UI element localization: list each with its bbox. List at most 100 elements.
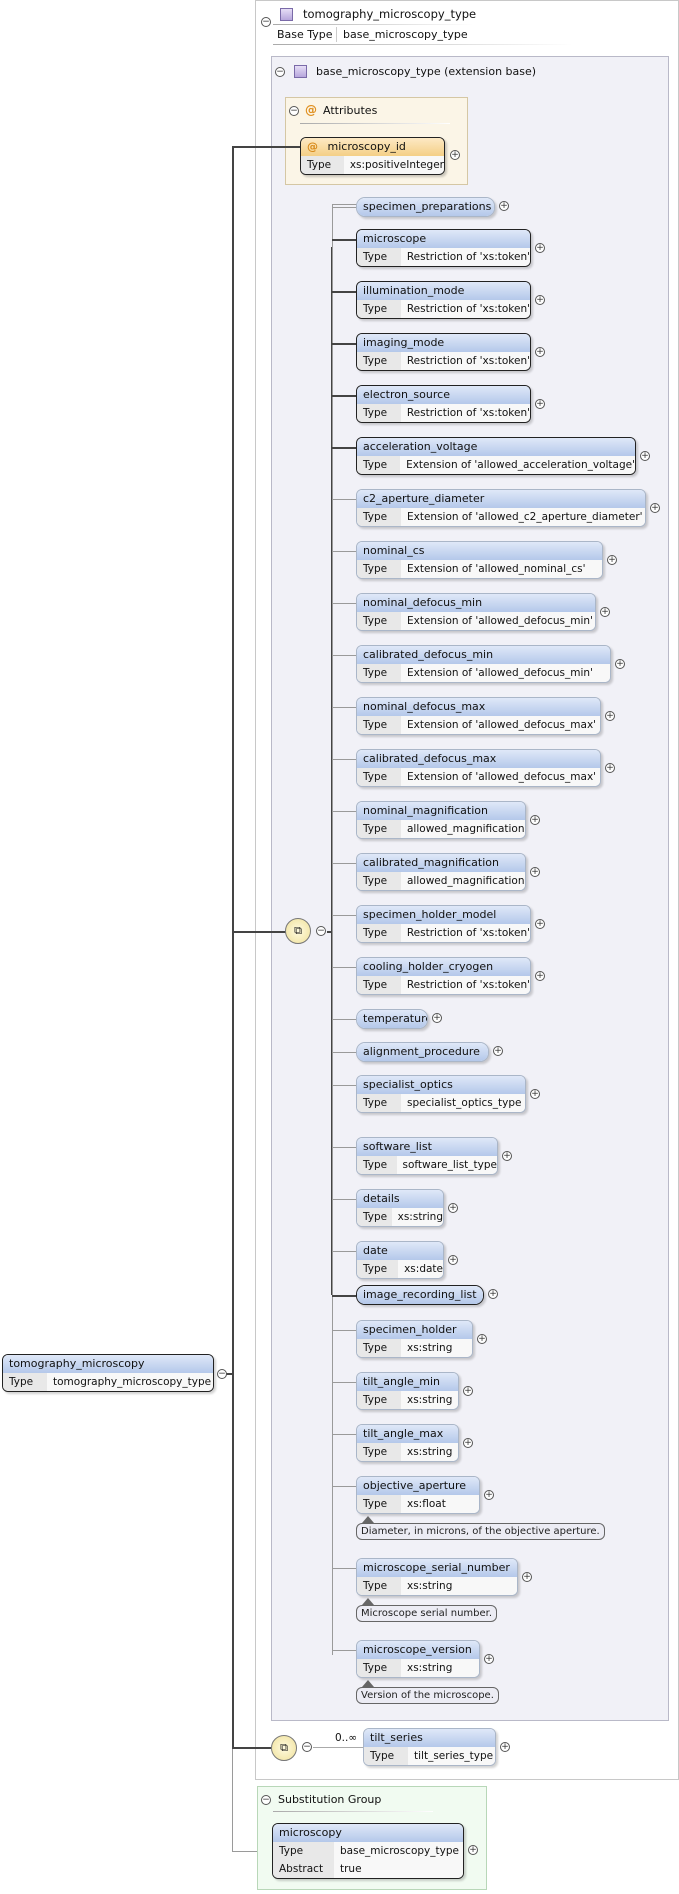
- expand-microscope-version-icon[interactable]: +: [484, 1654, 494, 1664]
- element-type-value: software_list_type: [396, 1156, 497, 1174]
- note-pointer: [362, 1516, 374, 1523]
- expand-illumination-mode-icon[interactable]: +: [535, 295, 545, 305]
- attributes-title: Attributes: [323, 104, 378, 117]
- expand-specialist-optics-icon[interactable]: +: [530, 1089, 540, 1099]
- expand-calibrated-magnification-icon[interactable]: +: [530, 867, 540, 877]
- expand-calibrated-defocus-min-icon[interactable]: +: [615, 659, 625, 669]
- expand-tilt-angle-max-icon[interactable]: +: [463, 1438, 473, 1448]
- attribute-header: @ microscopy_id: [301, 138, 444, 156]
- element-documentation-note: Version of the microscope.: [356, 1687, 499, 1704]
- expand-specimen-preparations-icon[interactable]: +: [499, 201, 509, 211]
- element-name: nominal_defocus_max: [357, 698, 600, 716]
- element-image-recording-list[interactable]: image_recording_list: [356, 1285, 484, 1305]
- expand-electron-source-icon[interactable]: +: [535, 399, 545, 409]
- element-type-label: Type: [357, 664, 401, 682]
- expand-tilt-series-icon[interactable]: +: [500, 1742, 510, 1752]
- element-microscopy[interactable]: microscopy Type base_microscopy_type Abs…: [272, 1823, 464, 1879]
- element-tilt-series[interactable]: tilt_series Type tilt_series_type: [363, 1728, 496, 1766]
- sequence-to-branch-line: [327, 931, 332, 933]
- expand-nominal-defocus-max-icon[interactable]: +: [605, 711, 615, 721]
- collapse-base-panel-icon[interactable]: −: [275, 67, 285, 77]
- expand-alignment-procedure-icon[interactable]: +: [493, 1046, 503, 1056]
- tilt-series-type-row: Type tilt_series_type: [364, 1747, 495, 1765]
- expand-attribute-icon[interactable]: +: [450, 150, 460, 160]
- expand-c2-aperture-diameter-icon[interactable]: +: [650, 503, 660, 513]
- element-type-value: xs:string: [391, 1208, 443, 1226]
- expand-acceleration-voltage-icon[interactable]: +: [640, 451, 650, 461]
- expand-temperature-icon[interactable]: +: [432, 1013, 442, 1023]
- collapse-tilt-sequence-icon[interactable]: −: [302, 1742, 312, 1752]
- expand-nominal-magnification-icon[interactable]: +: [530, 815, 540, 825]
- expand-calibrated-defocus-max-icon[interactable]: +: [605, 763, 615, 773]
- element-connector-line: [332, 759, 356, 760]
- expand-cooling-holder-cryogen-icon[interactable]: +: [535, 971, 545, 981]
- expand-substitution-element-icon[interactable]: +: [468, 1845, 478, 1855]
- expand-tilt-angle-min-icon[interactable]: +: [463, 1386, 473, 1396]
- expand-nominal-defocus-min-icon[interactable]: +: [600, 607, 610, 617]
- root-element-tomography-microscopy[interactable]: tomography_microscopy Type tomography_mi…: [2, 1354, 214, 1392]
- element-type-label: Type: [357, 924, 401, 942]
- expand-date-icon[interactable]: +: [448, 1255, 458, 1265]
- expand-details-icon[interactable]: +: [448, 1203, 458, 1213]
- element-connector-line: [332, 967, 356, 968]
- expand-specimen-holder-model-icon[interactable]: +: [535, 919, 545, 929]
- collapse-attributes-icon[interactable]: −: [289, 106, 299, 116]
- expand-objective-aperture-icon[interactable]: +: [484, 1490, 494, 1500]
- collapse-sequence-icon[interactable]: −: [316, 926, 326, 936]
- collapse-substitution-icon[interactable]: −: [261, 1795, 271, 1805]
- sequence-icon[interactable]: ⧉: [271, 1735, 297, 1761]
- expand-image-recording-list-icon[interactable]: +: [488, 1289, 498, 1299]
- collapse-root-icon[interactable]: −: [217, 1369, 227, 1379]
- expand-nominal-cs-icon[interactable]: +: [607, 555, 617, 565]
- element-type-label: Type: [357, 1339, 401, 1357]
- element-alignment-procedure[interactable]: alignment_procedure: [356, 1042, 489, 1062]
- expand-specimen-holder-icon[interactable]: +: [477, 1334, 487, 1344]
- element-connector-line: [332, 447, 356, 449]
- base-type-label: Base Type: [277, 28, 333, 41]
- sequence-icon[interactable]: ⧉: [285, 918, 311, 944]
- element-connector-line: [332, 1568, 356, 1569]
- element-connector-line: [332, 207, 356, 208]
- expand-software-list-icon[interactable]: +: [502, 1151, 512, 1161]
- element-temperature[interactable]: temperature: [356, 1009, 428, 1029]
- element-name: details: [357, 1190, 443, 1208]
- expand-microscope-icon[interactable]: +: [535, 243, 545, 253]
- expand-imaging-mode-icon[interactable]: +: [535, 347, 545, 357]
- base-type-separator: [336, 27, 337, 42]
- collapse-type-panel-icon[interactable]: −: [261, 17, 271, 27]
- attribute-microscopy-id[interactable]: @ microscopy_id Type xs:positiveInteger: [300, 137, 445, 175]
- expand-microscope-serial-number-icon[interactable]: +: [522, 1572, 532, 1582]
- element-type-value: specialist_optics_type: [401, 1094, 525, 1112]
- element-type-label: Type: [357, 1156, 397, 1174]
- element-specimen-preparations[interactable]: specimen_preparations: [356, 197, 495, 217]
